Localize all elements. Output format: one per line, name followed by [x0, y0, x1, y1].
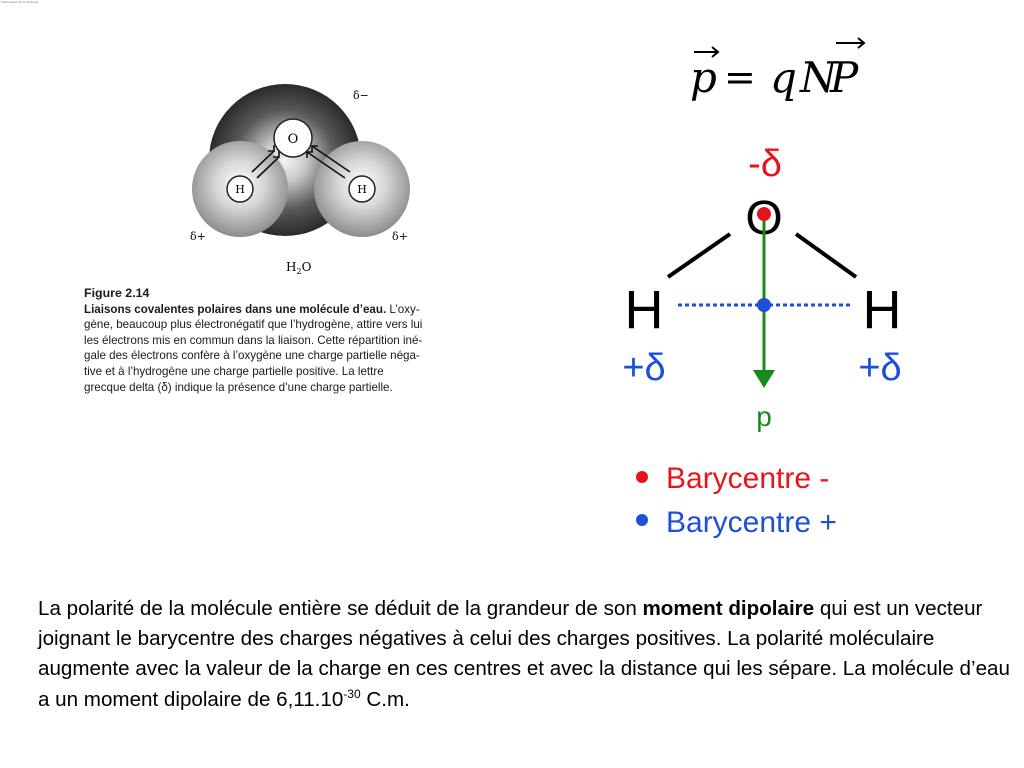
- minus-delta-label: -δ: [748, 143, 782, 185]
- paragraph-text: C.m.: [360, 687, 410, 711]
- oxygen-symbol: O: [288, 132, 299, 147]
- dipole-formula: p = q N P: [684, 34, 884, 104]
- caption-line: grecque delta (δ) indique la présence d’…: [84, 380, 393, 394]
- dipole-p-label: p: [756, 401, 772, 432]
- h2o-formula-subscript: 2: [296, 267, 301, 276]
- figure-caption: Figure 2.14 Liaisons covalentes polaires…: [84, 286, 514, 395]
- legend-positive-label: Barycentre +: [666, 506, 837, 539]
- left-bond-arrows: [251, 145, 280, 179]
- hydrogen-right-symbol: H: [357, 183, 367, 196]
- formula-n: N: [799, 53, 838, 102]
- hydrogen-right-label: H: [863, 280, 902, 340]
- formula-p-vector: p: [690, 53, 717, 102]
- caption-line: les électrons mis en commun dans la liai…: [84, 333, 423, 347]
- slide-corner-label: Présentation de la molécule d'eau: [1, 0, 39, 4]
- delta-minus-label: δ−: [353, 89, 369, 102]
- plus-delta-right-label: +δ: [858, 347, 901, 389]
- h2o-formula-h: H: [286, 260, 296, 274]
- caption-line: gène, beaucoup plus électronégatif que l…: [84, 318, 423, 332]
- caption-heading: Liaisons covalentes polaires dans une mo…: [84, 302, 387, 316]
- caption-line: gale des électrons confère à l’oxygène u…: [84, 349, 420, 363]
- water-molecule-figure: O H H δ− δ+ δ+ H2O: [80, 72, 520, 407]
- vector-arrow-big-p-head: [857, 37, 866, 49]
- dipole-diagram: -δ O H H +δ +δ p Barycentre - Barycentre…: [622, 143, 902, 539]
- explanation-paragraph: La polarité de la molécule entière se dé…: [38, 594, 1010, 715]
- oxygen-nucleus: [273, 118, 313, 158]
- formula-equals: =: [724, 55, 756, 99]
- bond-right: [794, 232, 858, 279]
- hydrogen-left-symbol: H: [235, 183, 245, 196]
- bond-left: [666, 232, 732, 279]
- hydrogen-right-nucleus: [348, 175, 376, 203]
- negative-barycentre-dot: [757, 207, 771, 221]
- hydrogen-left-nucleus: [226, 175, 254, 203]
- formula-p-big: P: [829, 53, 859, 102]
- formula-q: q: [770, 53, 797, 102]
- h2o-formula: H2O: [286, 260, 312, 276]
- paragraph-bold-term: moment dipolaire: [642, 597, 815, 620]
- water-molecule-illustration: O H H δ− δ+ δ+ H2O: [190, 84, 410, 276]
- delta-plus-left-label: δ+: [190, 230, 206, 243]
- legend-negative-dot: [636, 471, 648, 483]
- positive-barycentre-dot: [757, 298, 771, 312]
- dipole-vector-arrowhead: [753, 370, 775, 388]
- h2o-formula-o: O: [302, 260, 312, 274]
- plus-delta-left-label: +δ: [622, 347, 665, 389]
- caption-line: tive et à l’hydrogène une charge partiel…: [84, 364, 384, 378]
- vector-arrow-p-head: [711, 46, 720, 58]
- legend-positive-dot: [636, 514, 648, 526]
- legend-negative-label: Barycentre -: [666, 462, 829, 495]
- paragraph-text: La polarité de la molécule entière se dé…: [38, 597, 643, 620]
- paragraph-text: qui est un vecteur joignant le barycentr…: [38, 597, 1010, 711]
- caption-line: L’oxy-: [386, 302, 420, 316]
- hydrogen-left-label: H: [625, 280, 664, 340]
- delta-plus-right-label: δ+: [392, 230, 408, 243]
- right-bond-arrows: [306, 145, 351, 179]
- paragraph-exponent: -30: [343, 686, 361, 701]
- caption-title: Figure 2.14: [84, 286, 150, 300]
